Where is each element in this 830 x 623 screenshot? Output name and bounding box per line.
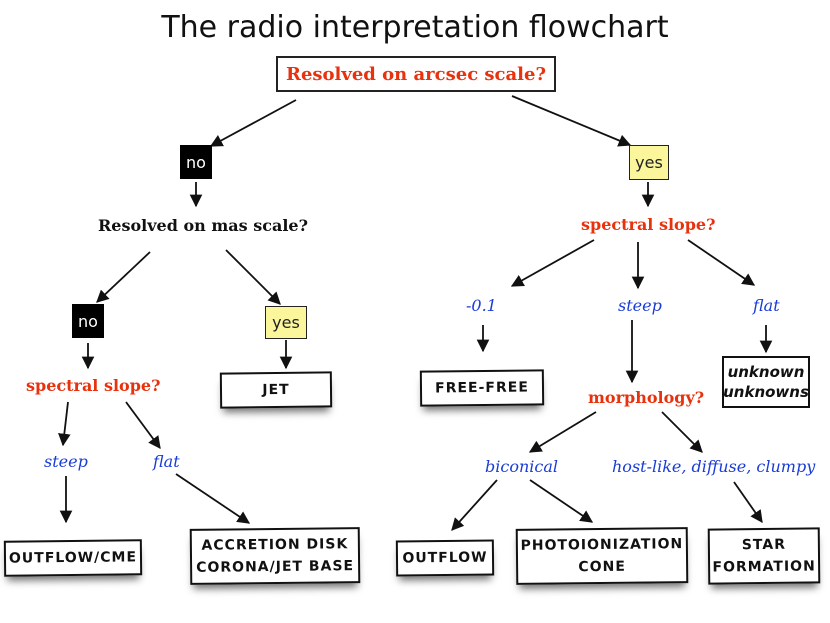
arrow-biconical-outflow	[451, 479, 498, 531]
question-spectral-slope-left: spectral slope?	[26, 376, 161, 395]
page-title: The radio interpretation flowchart	[161, 10, 669, 45]
arrow-slope-flat-r	[687, 239, 756, 286]
photoion-line2: CONE	[578, 558, 626, 576]
result-unknown-unknowns: unknown unknowns	[722, 356, 810, 408]
result-free-free: FREE-FREE	[419, 369, 545, 407]
label-flat-left: flat	[153, 452, 180, 471]
photoion-line1: PHOTOIONIZATION	[520, 536, 684, 554]
result-accretion-disk: ACCRETION DISK CORONA/JET BASE	[189, 527, 361, 585]
question-morphology: morphology?	[588, 388, 705, 407]
arrow-mas-yes	[225, 249, 281, 305]
arrow-slope-minus	[510, 239, 595, 287]
result-star-formation: STAR FORMATION	[707, 527, 821, 585]
result-jet: JET	[219, 371, 333, 409]
result-accretion-line1: ACCRETION DISK	[201, 536, 349, 554]
arrow-mas-no	[96, 251, 151, 303]
unknown-line2: unknowns	[723, 383, 809, 401]
arrow-biconical-photoion	[529, 479, 594, 523]
arrow-root-yes	[511, 95, 632, 147]
result-outflow-cme: OUTFLOW/CME	[3, 539, 143, 577]
answer-no-arcsec: no	[180, 145, 212, 179]
label-hostlike: host-like, diffuse, clumpy	[612, 457, 816, 476]
answer-yes-mas: yes	[265, 306, 307, 339]
unknown-line1: unknown	[727, 363, 805, 381]
question-mas-scale: Resolved on mas scale?	[98, 216, 308, 235]
label-minus-01: -0.1	[466, 296, 497, 315]
arrow-slope-flat	[125, 401, 161, 450]
root-question: Resolved on arcsec scale?	[276, 56, 556, 92]
arrow-morph-hostlike	[661, 411, 703, 453]
label-flat-right: flat	[753, 296, 780, 315]
star-line1: STAR	[741, 536, 787, 554]
result-accretion-line2: CORONA/JET BASE	[196, 558, 355, 576]
answer-no-mas: no	[72, 304, 104, 338]
label-steep-right: steep	[618, 296, 662, 315]
arrow-morph-biconical	[528, 411, 597, 453]
label-steep-left: steep	[44, 452, 88, 471]
arrow-flat-accretion	[175, 473, 251, 524]
question-spectral-slope-right: spectral slope?	[581, 215, 716, 234]
arrow-root-no	[209, 99, 297, 147]
answer-yes-arcsec: yes	[629, 145, 669, 180]
label-biconical: biconical	[485, 457, 558, 476]
star-line2: FORMATION	[712, 558, 816, 576]
arrow-hostlike-star	[733, 481, 763, 524]
result-photoionization-cone: PHOTOIONIZATION CONE	[515, 527, 689, 585]
result-outflow: OUTFLOW	[395, 539, 495, 577]
arrow-slope-steep	[58, 401, 71, 447]
